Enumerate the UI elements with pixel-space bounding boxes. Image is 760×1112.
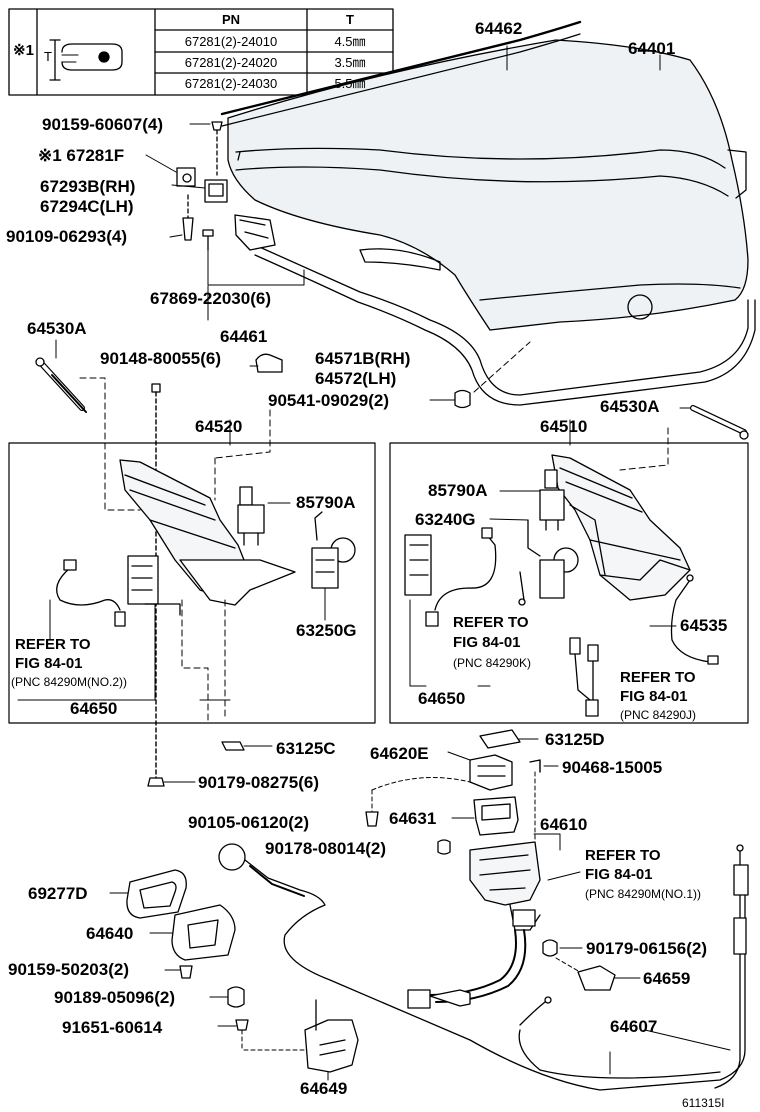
gas-strut-left <box>35 357 87 413</box>
motor-85790A-left <box>237 486 265 546</box>
label-90189-05096: 90189-05096(2) <box>54 988 175 1007</box>
label-67293B: 67293B(RH) <box>40 177 136 196</box>
spec-row-pn: 67281(2)-24030 <box>184 76 278 91</box>
release-cable-64607 <box>218 843 749 1091</box>
spec-row-pn: 67281(2)-24010 <box>184 34 278 49</box>
ref-note-mid-line3: (PNC 84290K) <box>453 656 532 670</box>
actuator-63250G <box>311 511 356 589</box>
cable-64535 <box>670 574 719 665</box>
ref-note-lower-line3: (PNC 84290M(NO.1)) <box>585 887 702 901</box>
ref-note-mid-line2: FIG 84-01 <box>453 634 521 651</box>
label-64461: 64461 <box>220 327 268 346</box>
label-90148-80055: 90148-80055(6) <box>100 349 221 368</box>
label-90178-08014: 90178-08014(2) <box>265 839 386 858</box>
hinge-assembly-64520 <box>119 409 296 721</box>
label-64610: 64610 <box>540 815 588 834</box>
label-90179-06156: 90179-06156(2) <box>586 939 707 958</box>
spec-header-t: T <box>346 12 354 27</box>
spec-table-grid <box>8 8 394 96</box>
spec-dim-label: T <box>44 49 52 64</box>
label-64401: 64401 <box>628 39 676 58</box>
connector <box>407 989 431 1009</box>
label-90468-15005: 90468-15005 <box>562 758 663 777</box>
label-64520: 64520 <box>195 417 243 436</box>
label-64530A-right: 64530A <box>600 397 660 416</box>
handle-64640 <box>171 904 236 961</box>
wire-harness-84290J <box>569 637 599 717</box>
ref-note-right-line2: FIG 84-01 <box>620 688 688 705</box>
lid-seal-outer <box>254 254 756 406</box>
weatherstrip-64462 <box>220 20 582 116</box>
label-64462: 64462 <box>475 19 523 38</box>
label-64650-right: 64650 <box>418 689 466 708</box>
spec-row-t: 4.5㎜ <box>334 34 366 49</box>
ref-note-right-line3: (PNC 84290J) <box>620 708 697 722</box>
label-64571B: 64571B(RH) <box>315 349 411 368</box>
spec-row-t: 5.5㎜ <box>334 76 366 91</box>
bracket-64620E <box>469 754 513 791</box>
label-85790A-left: 85790A <box>296 493 356 512</box>
striker-64649 <box>304 999 359 1073</box>
label-90179-08275: 90179-08275(6) <box>198 773 319 792</box>
actuator-63240G <box>518 519 579 606</box>
label-63125D: 63125D <box>545 730 605 749</box>
label-63250G: 63250G <box>296 621 357 640</box>
label-63240G: 63240G <box>415 510 476 529</box>
ref-note-right-line1: REFER TO <box>620 669 696 686</box>
handle-cover-69277D <box>126 869 187 919</box>
ref-note-lower-line2: FIG 84-01 <box>585 866 653 883</box>
diagram-id: 611315I <box>682 1096 725 1110</box>
motor-85790A-right <box>539 469 565 531</box>
label-64620E: 64620E <box>370 744 429 763</box>
trunk-lock-64610 <box>469 841 541 931</box>
box-64520 <box>8 442 376 724</box>
spec-row-pn: 67281(2)-24020 <box>184 55 278 70</box>
label-67281F: ※1 67281F <box>38 146 125 165</box>
wire-harness-64650-left <box>56 559 126 627</box>
spec-mark: ※1 <box>13 42 34 59</box>
box-64510 <box>389 442 749 724</box>
hinge-group <box>176 121 276 251</box>
label-90109-06293: 90109-06293(4) <box>6 227 127 246</box>
label-64659: 64659 <box>643 969 691 988</box>
label-67869-22030: 67869-22030(6) <box>150 289 271 308</box>
hinge-assembly-64510 <box>551 454 691 601</box>
label-67294C: 67294C(LH) <box>40 197 134 216</box>
label-64530A-left: 64530A <box>27 319 87 338</box>
leader-lines <box>145 45 691 504</box>
trunk-lid-64401 <box>227 39 749 331</box>
label-64640: 64640 <box>86 924 134 943</box>
spec-header-pn: PN <box>221 12 241 27</box>
spec-row-t: 3.5㎜ <box>334 55 366 70</box>
label-90159-50203: 90159-50203(2) <box>8 960 129 979</box>
weatherstrip-inner <box>221 33 581 127</box>
label-64510: 64510 <box>540 417 588 436</box>
label-90159-60607: 90159-60607(4) <box>42 115 163 134</box>
label-91651-60614: 91651-60614 <box>62 1018 163 1037</box>
ref-note-left-line2: FIG 84-01 <box>15 655 83 672</box>
lid-seal <box>254 244 749 396</box>
gas-strut-right <box>690 405 749 440</box>
wire-harness-64650-right <box>404 527 497 627</box>
ref-note-left-line1: REFER TO <box>15 636 91 653</box>
ref-note-left-line3: (PNC 84290M(NO.2)) <box>11 675 128 689</box>
lock-cover-64631 <box>473 796 519 836</box>
label-90541-09029: 90541-09029(2) <box>268 391 389 410</box>
label-69277D: 69277D <box>28 884 88 903</box>
label-64650-left: 64650 <box>70 699 118 718</box>
label-64607: 64607 <box>610 1017 658 1036</box>
label-63125C: 63125C <box>276 739 336 758</box>
label-64535: 64535 <box>680 616 728 635</box>
label-64572: 64572(LH) <box>315 369 397 388</box>
label-64631: 64631 <box>389 809 437 828</box>
label-90105-06120: 90105-06120(2) <box>188 813 309 832</box>
ref-note-lower-line1: REFER TO <box>585 847 661 864</box>
label-85790A-right: 85790A <box>428 481 488 500</box>
ref-note-mid-line1: REFER TO <box>453 614 529 631</box>
label-64649: 64649 <box>300 1079 348 1098</box>
